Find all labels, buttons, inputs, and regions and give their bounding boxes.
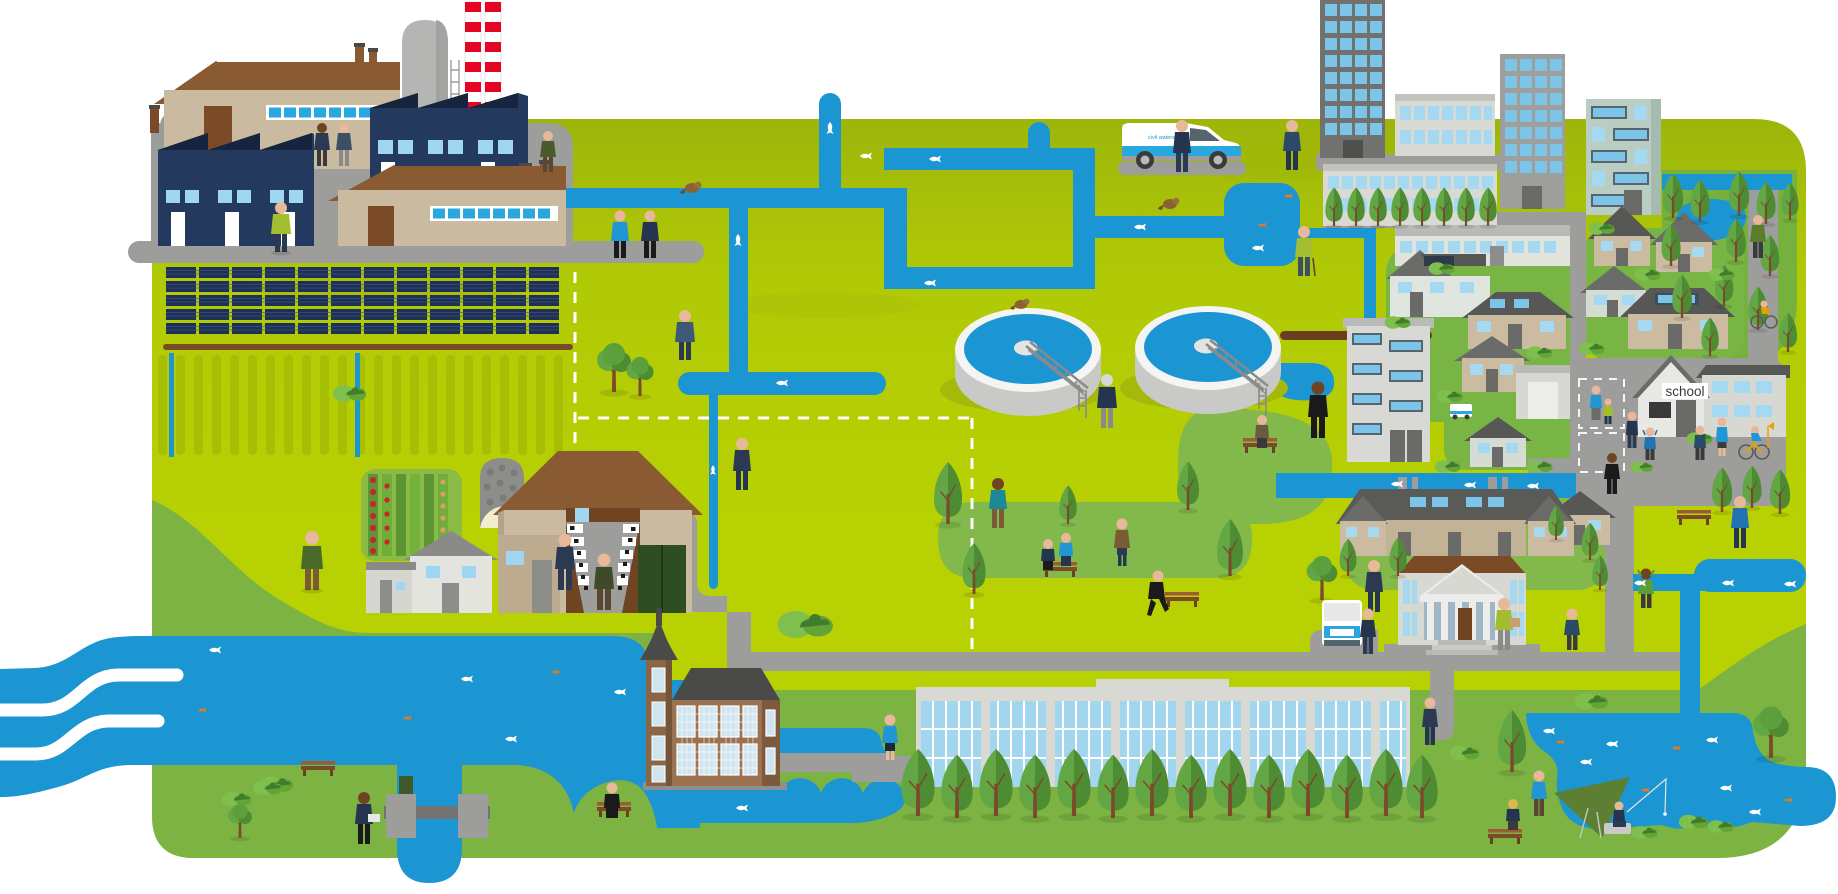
svg-text:school: school xyxy=(1665,384,1704,399)
svg-text:civil waters: civil waters xyxy=(1148,135,1175,141)
